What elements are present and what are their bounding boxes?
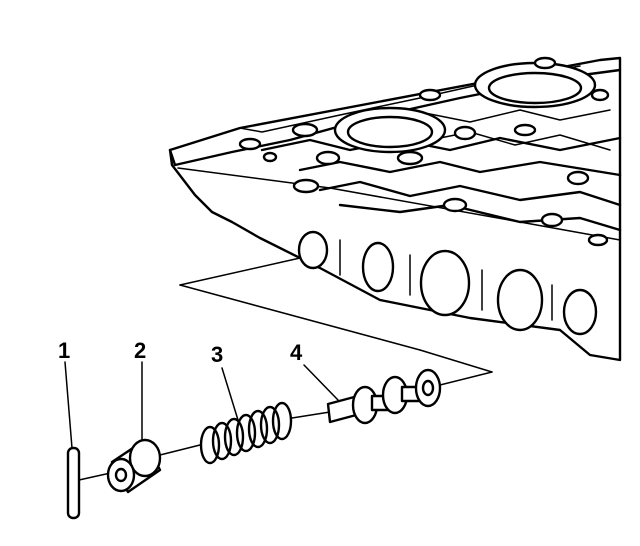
retaining-pin [66, 446, 116, 520]
bore-alignment-plane [179, 257, 493, 386]
valve-spring [199, 401, 331, 465]
valve-body-casting [168, 56, 622, 362]
callout-4: 4 [290, 340, 303, 365]
leader-lines [64, 361, 339, 449]
bore-plug [106, 438, 201, 494]
callout-2: 2 [134, 338, 146, 363]
callout-1: 1 [58, 338, 70, 363]
callout-3: 3 [211, 342, 223, 367]
valve-spool [326, 368, 442, 425]
